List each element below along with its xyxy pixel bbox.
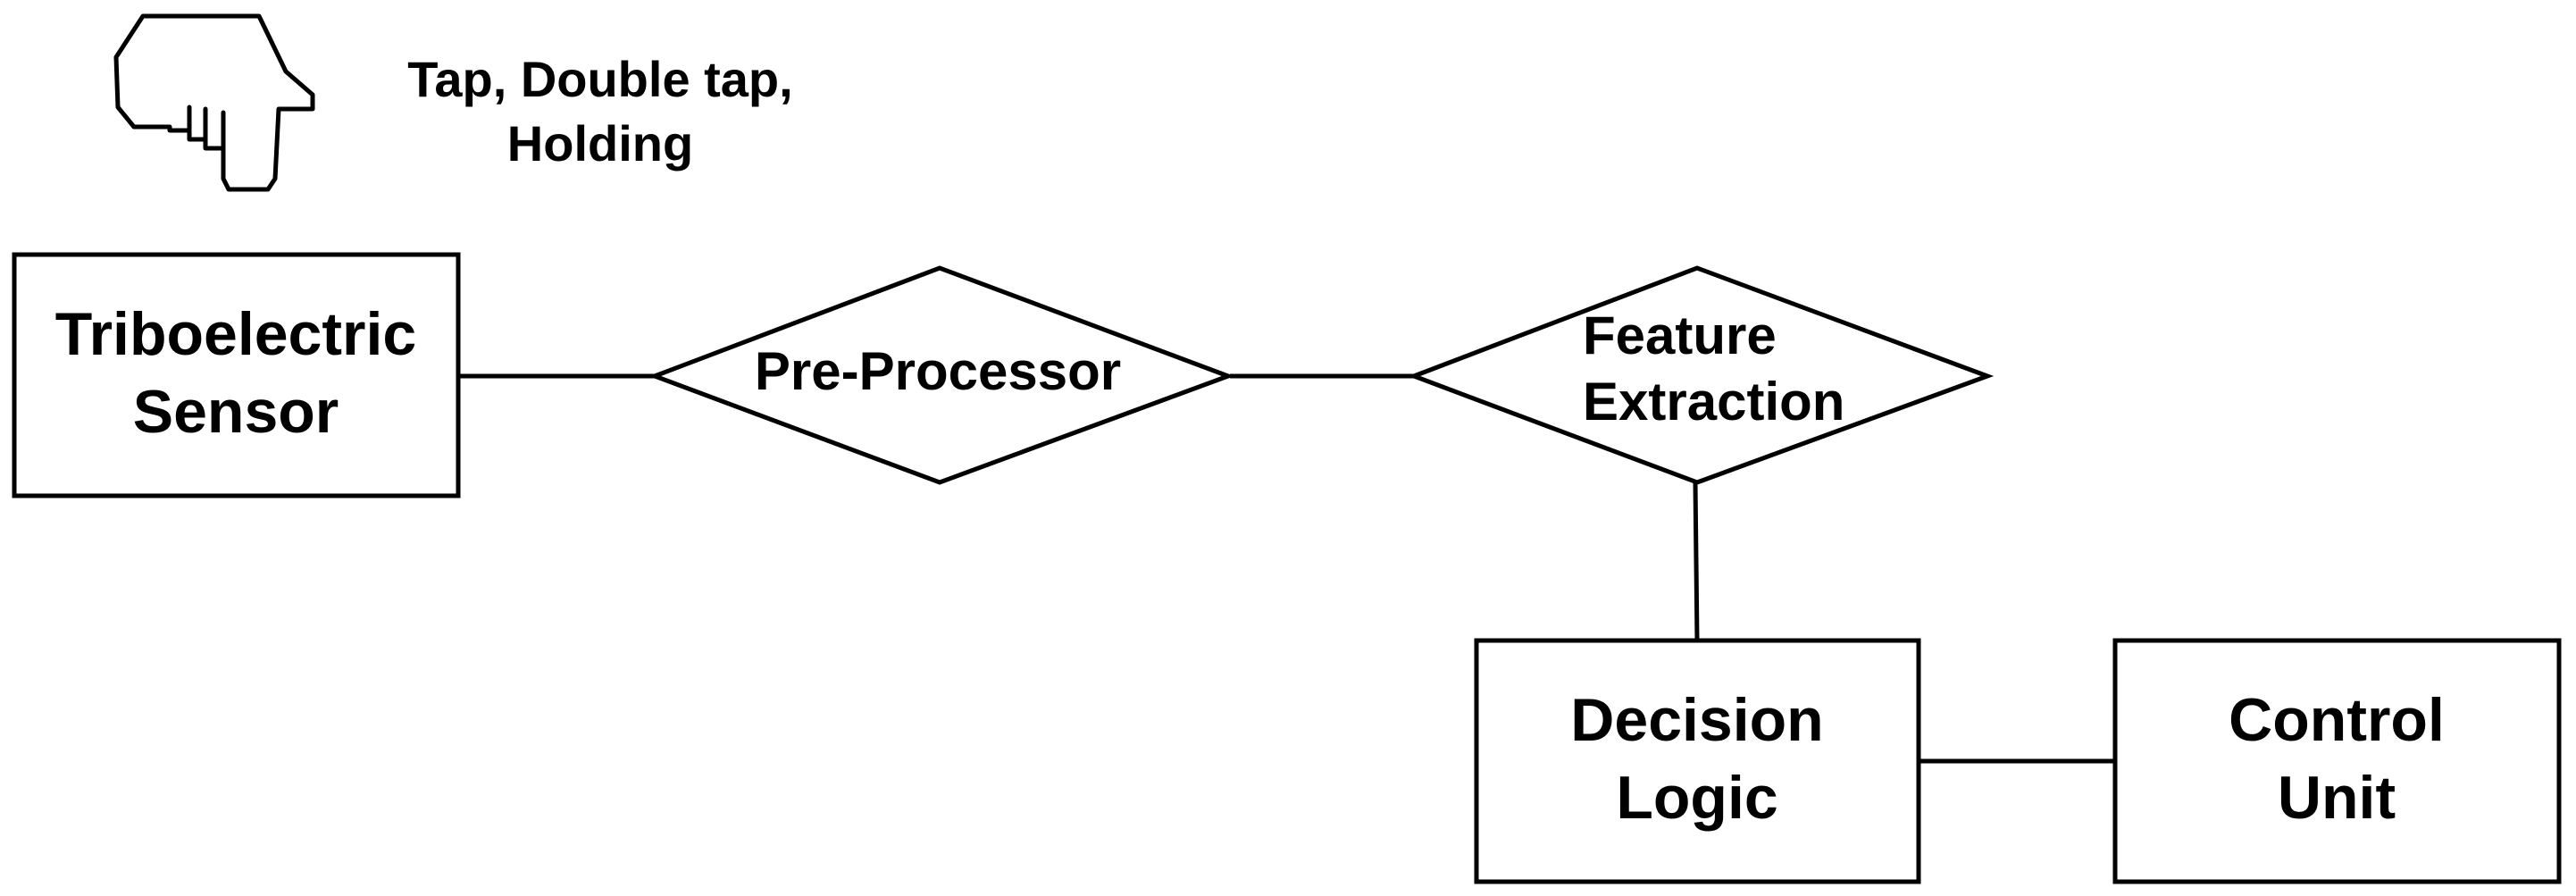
node-pre-processor-label: Pre-Processor [755,341,1121,401]
node-pre-processor: Pre-Processor [648,265,1235,485]
edge-feature-decision [1693,481,1700,641]
node-triboelectric-sensor-line1: Triboelectric [55,300,416,368]
node-triboelectric-sensor: Triboelectric Sensor [12,252,461,498]
node-feature-extraction-line1: Feature [1583,306,1777,365]
gesture-caption-line1: Tap, Double tap, [407,51,792,107]
node-feature-extraction: Feature Extraction [1407,265,1995,485]
node-decision-logic-line2: Logic [1616,764,1777,832]
node-control-unit: Control Unit [2112,638,2562,884]
gesture-caption-line2: Holding [507,115,693,172]
connectors [460,373,2115,764]
node-decision-logic: Decision Logic [1474,638,1921,884]
node-decision-logic-line1: Decision [1570,686,1823,754]
node-control-unit-line1: Control [2229,686,2445,754]
node-control-unit-line2: Unit [2278,764,2396,832]
node-feature-extraction-line2: Extraction [1583,372,1844,431]
node-triboelectric-sensor-line2: Sensor [133,378,339,446]
pointing-hand-icon [113,13,315,192]
